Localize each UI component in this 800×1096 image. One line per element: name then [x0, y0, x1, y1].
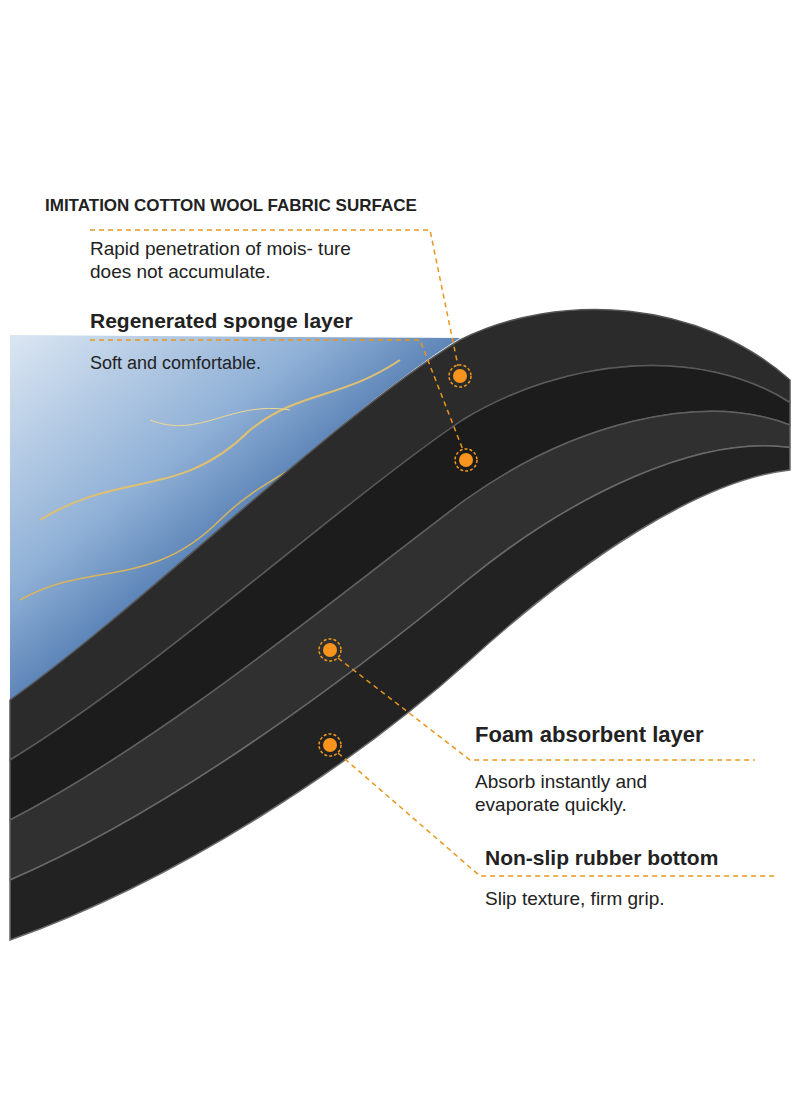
layer-note: Soft and comfortable. [90, 353, 390, 375]
rubber-layer [10, 446, 790, 940]
gold-vein [150, 408, 290, 425]
layer-note: Slip texture, firm grip. [485, 888, 785, 911]
layer-heading: IMITATION COTTON WOOL FABRIC SURFACE [45, 196, 515, 216]
leader-line [90, 340, 463, 450]
layer-note: Absorb instantly and evaporate quickly. [475, 771, 705, 817]
leader-line [90, 230, 458, 366]
callout-dots [319, 365, 477, 756]
layer-heading: Non-slip rubber bottom [485, 845, 790, 870]
layer-note: Rapid penetration of mois- ture does not… [90, 238, 360, 284]
leader-lines [90, 230, 775, 876]
layer-heading: Foam absorbent layer [475, 722, 785, 748]
layer-heading: Regenerated sponge layer [90, 308, 490, 333]
